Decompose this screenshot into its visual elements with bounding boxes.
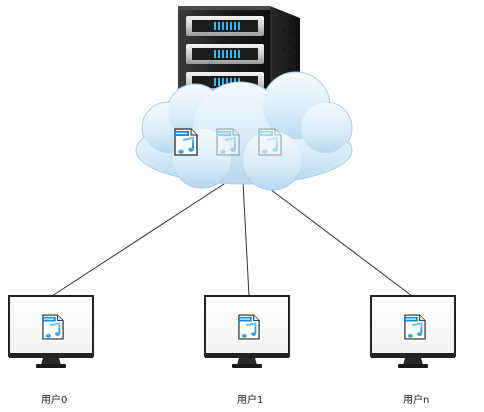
music-file-icon	[42, 314, 64, 340]
user-label-1: 用户1	[237, 395, 264, 406]
music-file-icon	[404, 314, 426, 340]
music-file-icon	[216, 127, 240, 157]
music-file-icon	[238, 314, 260, 340]
music-file-icon	[258, 127, 282, 157]
user-monitor-group	[8, 295, 456, 369]
cloud-file-group	[174, 127, 282, 157]
user-label-n: 用户n	[403, 395, 430, 406]
connector-user0	[51, 181, 228, 297]
connector-usern	[257, 179, 413, 297]
connector-user1	[242, 181, 250, 297]
music-file-icon	[174, 127, 198, 157]
user-label-0: 用户0	[41, 395, 68, 406]
